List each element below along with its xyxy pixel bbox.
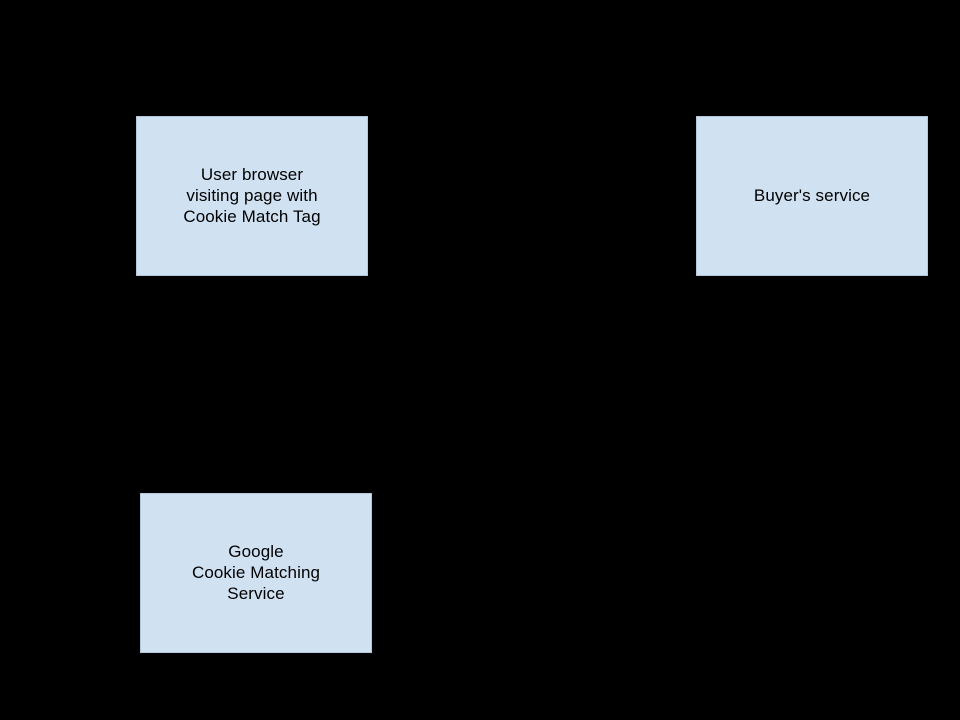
node-buyers-service[interactable]: Buyer's service <box>696 116 928 276</box>
node-user-browser-label: User browser visiting page with Cookie M… <box>183 164 321 226</box>
node-google-cookie-matching-service[interactable]: Google Cookie Matching Service <box>140 493 372 653</box>
node-buyers-service-label: Buyer's service <box>753 185 871 205</box>
node-user-browser[interactable]: User browser visiting page with Cookie M… <box>136 116 368 276</box>
node-google-cookie-matching-service-label: Google Cookie Matching Service <box>191 541 321 603</box>
